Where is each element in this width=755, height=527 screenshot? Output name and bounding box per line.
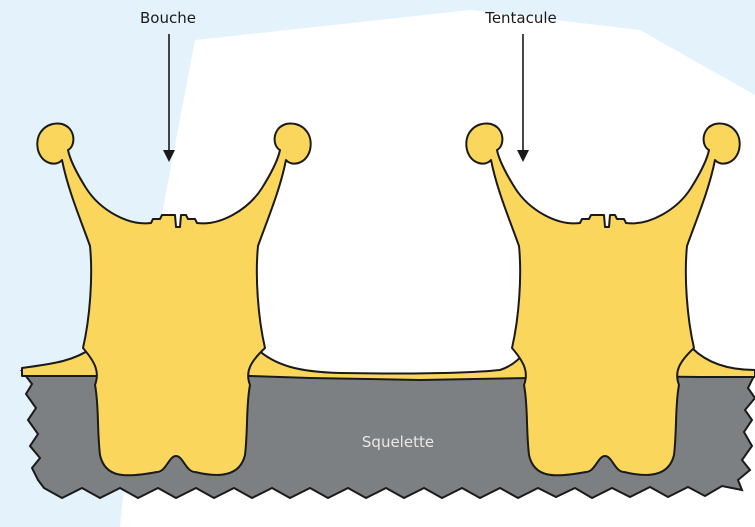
tentacle-label: Tentacule (484, 9, 557, 27)
mouth-label: Bouche (140, 9, 196, 27)
skeleton-label: Squelette (362, 433, 434, 451)
